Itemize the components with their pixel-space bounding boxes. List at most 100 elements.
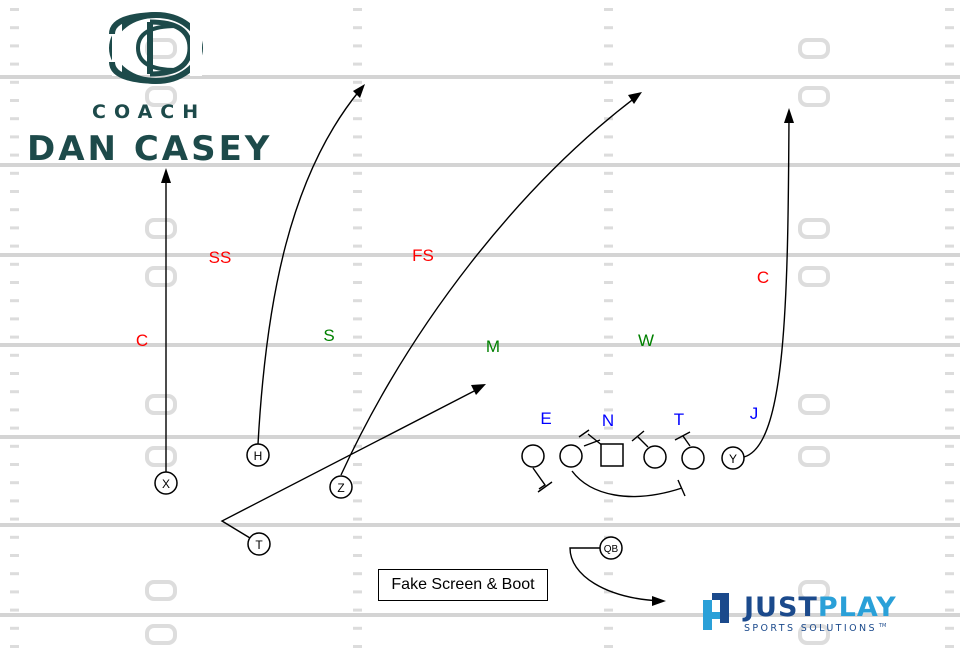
hash-mark — [945, 317, 954, 321]
routes — [161, 84, 794, 606]
hash-mark — [10, 8, 19, 11]
route-z-post — [340, 96, 637, 476]
hash-mark — [945, 244, 954, 248]
svg-text:Y: Y — [729, 452, 737, 466]
hash-mark — [10, 335, 19, 339]
hash-mark — [945, 26, 954, 30]
hash-mark — [604, 645, 613, 648]
offense-players: X H Z T Y QB — [154, 443, 745, 560]
yard-number-zero — [798, 624, 830, 645]
hash-mark — [604, 590, 613, 594]
hash-mark — [353, 372, 362, 375]
yard-number-zero — [145, 580, 177, 601]
hash-mark — [353, 353, 362, 357]
hash-mark — [604, 390, 613, 394]
yard-number-zero — [145, 218, 177, 239]
player-qb[interactable]: QB — [599, 536, 623, 560]
hash-mark — [353, 171, 362, 175]
hash-mark — [945, 281, 954, 284]
defender-corner-right[interactable]: C — [757, 268, 769, 287]
defender-fs[interactable]: FS — [412, 246, 434, 265]
hash-mark — [604, 244, 613, 248]
hash-mark — [10, 353, 19, 357]
hash-mark — [353, 499, 362, 503]
hash-mark — [604, 499, 613, 503]
hash-mark — [604, 62, 613, 66]
arrowhead-z — [628, 92, 642, 104]
hash-mark — [10, 62, 19, 66]
player-left-tackle[interactable] — [521, 444, 545, 468]
defender-will[interactable]: W — [638, 331, 654, 350]
defender-tackle[interactable]: T — [674, 410, 684, 429]
player-h[interactable]: H — [246, 443, 270, 467]
hash-mark — [10, 44, 19, 48]
yard-number-zero — [798, 580, 830, 601]
hash-mark — [353, 190, 362, 193]
yard-number-zero — [798, 394, 830, 415]
svg-text:H: H — [254, 449, 263, 463]
hash-mark — [353, 572, 362, 576]
hash-mark — [604, 299, 613, 303]
player-x[interactable]: X — [154, 471, 178, 495]
route-t-screen — [220, 387, 481, 539]
defender-mike[interactable]: M — [486, 337, 500, 356]
trademark: TM — [878, 623, 887, 629]
hash-mark — [604, 353, 613, 357]
hash-mark — [10, 426, 19, 430]
arrowhead-t — [471, 384, 486, 395]
player-t[interactable]: T — [247, 532, 271, 556]
hash-mark — [945, 590, 954, 594]
yard-number-zero — [798, 266, 830, 287]
yard-line — [0, 613, 960, 617]
hash-mark — [353, 463, 362, 466]
hash-mark — [353, 208, 362, 212]
defender-end[interactable]: E — [540, 409, 551, 428]
hash-mark — [353, 226, 362, 230]
hash-mark — [353, 590, 362, 594]
yard-number-zero — [798, 446, 830, 467]
hash-mark — [604, 190, 613, 193]
defender-sam[interactable]: S — [323, 326, 334, 345]
hash-mark — [10, 208, 19, 212]
player-y[interactable]: Y — [721, 446, 745, 470]
defender-corner-left[interactable]: C — [136, 331, 148, 350]
defender-nose[interactable]: N — [602, 411, 614, 430]
hash-mark — [353, 299, 362, 303]
player-right-tackle[interactable] — [681, 446, 705, 470]
hash-mark — [10, 26, 19, 30]
hash-mark — [604, 26, 613, 30]
hash-mark — [945, 645, 954, 648]
hash-mark — [10, 226, 19, 230]
hash-mark — [353, 390, 362, 394]
hash-mark — [10, 80, 19, 84]
hash-mark — [604, 44, 613, 48]
hash-mark — [945, 335, 954, 339]
hash-mark — [10, 317, 19, 321]
hash-mark — [945, 8, 954, 11]
defender-jack[interactable]: J — [750, 404, 759, 423]
arrowhead-h — [353, 84, 365, 98]
player-right-guard[interactable] — [643, 445, 667, 469]
hash-mark — [604, 281, 613, 284]
hash-mark — [945, 463, 954, 466]
hash-mark — [10, 299, 19, 303]
dc-monogram-logo — [109, 12, 203, 84]
coach-name: DAN CASEY — [27, 129, 273, 169]
player-left-guard[interactable] — [559, 444, 583, 468]
hash-mark — [10, 481, 19, 485]
hash-mark — [604, 171, 613, 175]
hash-mark — [10, 444, 19, 448]
hash-mark — [353, 626, 362, 630]
defender-ss[interactable]: SS — [209, 248, 232, 267]
player-z[interactable]: Z — [329, 475, 353, 499]
hash-marks — [10, 8, 954, 648]
hash-mark — [10, 626, 19, 630]
hash-mark — [945, 517, 954, 521]
route-h-post — [257, 89, 361, 445]
player-center[interactable] — [600, 443, 624, 467]
hash-mark — [10, 281, 19, 284]
hash-mark — [353, 135, 362, 139]
hash-mark — [604, 208, 613, 212]
